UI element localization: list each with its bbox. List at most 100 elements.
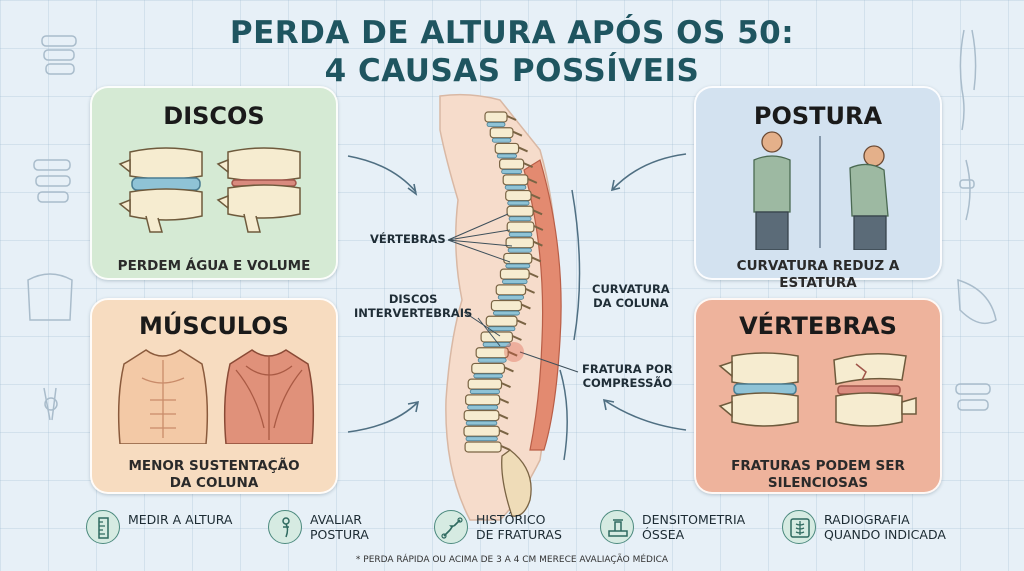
footnote: * PERDA RÁPIDA OU ACIMA DE 3 A 4 CM MERE… (355, 555, 669, 565)
front-torso (117, 349, 209, 444)
intervertebral-disc (465, 420, 498, 426)
fractured-vertebrae (833, 353, 917, 427)
torso-muscles-illustration (117, 349, 315, 444)
spinous-process (501, 382, 511, 389)
intervertebral-disc (508, 232, 533, 237)
arrow-musculos (347, 401, 419, 433)
xray-icon (782, 510, 816, 544)
spinous-process (506, 115, 517, 121)
footer-text: MEDIR A ALTURA (128, 512, 233, 527)
vertebra (463, 409, 500, 422)
upright-person-figure (753, 131, 791, 250)
torso-outline-icon (27, 273, 73, 321)
card-postura-caption: CURVATURA REDUZ A ESTATURA (736, 258, 900, 291)
card-postura: POSTURA CURVATURA REDUZ A ESTATURA (694, 86, 942, 291)
footer-text: AVALIAR POSTURA (310, 512, 369, 542)
vertebra (464, 441, 502, 453)
spinous-process (530, 193, 541, 200)
spinous-process (521, 303, 531, 310)
footer-line-2: POSTURA (310, 527, 369, 542)
spinous-process (499, 397, 510, 404)
footer-text: RADIOGRAFIA QUANDO INDICADA (824, 512, 946, 542)
vertebra (484, 111, 508, 123)
intervertebral-disc (487, 326, 516, 332)
body-silhouette-icon (959, 29, 977, 131)
vertebral-fracture-illustration (718, 352, 917, 427)
title-line-1: PERDA DE ALTURA APÓS OS 50: (229, 15, 795, 51)
small-vertebra-icon (41, 35, 77, 75)
footer-line-1: DENSITOMETRIA (642, 512, 746, 527)
back-muscle-strip (523, 159, 562, 451)
arrow-discos (347, 155, 417, 193)
label-fratura-por-compressao: FRATURA POR COMPRESSÃO (582, 362, 673, 390)
arrow-vertebras (603, 399, 687, 431)
footer-line-1: AVALIAR (310, 512, 362, 527)
arrow-postura (611, 153, 687, 191)
card-vertebras: VÉRTEBRAS FRATURAS PODEM SER SILENCIOSAS (694, 298, 942, 494)
vertebra (499, 158, 525, 170)
intervertebral-disc (505, 263, 531, 269)
spinous-process (498, 413, 509, 420)
spinous-process (504, 366, 514, 373)
vertebra (499, 268, 530, 280)
spinous-process (533, 240, 543, 247)
label-discos-line-2: INTERVERTEBRAIS (354, 306, 473, 320)
spinous-process (512, 130, 523, 137)
vertebra (485, 315, 518, 327)
ruler-icon (86, 510, 120, 544)
label-curvatura-da-coluna: CURVATURA DA COLUNA (592, 282, 670, 310)
small-spine-icon (959, 159, 975, 221)
spinous-process (528, 272, 539, 279)
card-musculos: MÚSCULOS MENOR SUSTENTAÇÃO DA COLUNA (90, 298, 338, 494)
connector-arrows (347, 153, 687, 433)
person-posture-icon (268, 510, 302, 544)
footer-line-2: ÓSSEA (642, 527, 685, 542)
healthy-disc-vertebrae (118, 147, 203, 233)
spinous-process (507, 350, 518, 357)
label-fratura-line-2: COMPRESSÃO (582, 376, 673, 390)
intervertebral-disc (467, 404, 499, 410)
intervertebral-disc (501, 169, 523, 175)
vertebra (506, 205, 534, 217)
small-vertebra-icon (33, 159, 71, 203)
intervertebral-disc (477, 357, 507, 363)
label-vertebras: VÉRTEBRAS (370, 232, 446, 246)
spinous-process (500, 445, 511, 451)
card-postura-title: POSTURA (753, 102, 883, 130)
label-curvatura-line-1: CURVATURA (592, 282, 670, 296)
spinous-process (531, 256, 542, 263)
muscle-arm-icon (957, 278, 997, 325)
intervertebral-disc (465, 436, 498, 442)
spinous-process (532, 209, 543, 216)
card-vertebras-caption-line-2: SILENCIOSAS (767, 475, 869, 491)
label-discos-intervertebrais: DISCOS INTERVERTEBRAIS (354, 292, 472, 320)
spinous-process (523, 162, 534, 169)
normal-vertebrae (718, 352, 799, 427)
vertebra (471, 362, 506, 375)
intervertebral-disc (496, 153, 517, 159)
footer-line-1: MEDIR A ALTURA (128, 512, 233, 527)
card-musculos-caption: MENOR SUSTENTAÇÃO DA COLUNA (92, 458, 336, 492)
small-vertebra-icon (955, 383, 991, 411)
spine-column (463, 111, 544, 453)
fracture-highlight (504, 342, 524, 362)
card-musculos-caption-line-1: MENOR SUSTENTAÇÃO (128, 458, 300, 474)
vertebra (494, 142, 520, 155)
posture-comparison-illustration (753, 131, 889, 250)
footer-line-2: QUANDO INDICADA (824, 527, 946, 542)
vertebra (465, 394, 501, 406)
stooped-person-figure (849, 145, 889, 250)
spinous-process (516, 319, 527, 326)
healthy-vs-worn-discs-illustration (118, 147, 301, 233)
footer-line-2: DE FRATURAS (476, 527, 562, 542)
footer-line-1: RADIOGRAFIA (824, 512, 910, 527)
vertebra (467, 378, 503, 390)
title-line-2: 4 CAUSAS POSSÍVEIS (324, 53, 700, 89)
intervertebral-disc (507, 247, 532, 253)
worn-disc-vertebrae (216, 147, 301, 233)
vertebra (505, 189, 532, 202)
page-title: PERDA DE ALTURA APÓS OS 50: 4 CAUSAS POS… (0, 14, 1024, 90)
label-pointer-lines (447, 213, 579, 373)
